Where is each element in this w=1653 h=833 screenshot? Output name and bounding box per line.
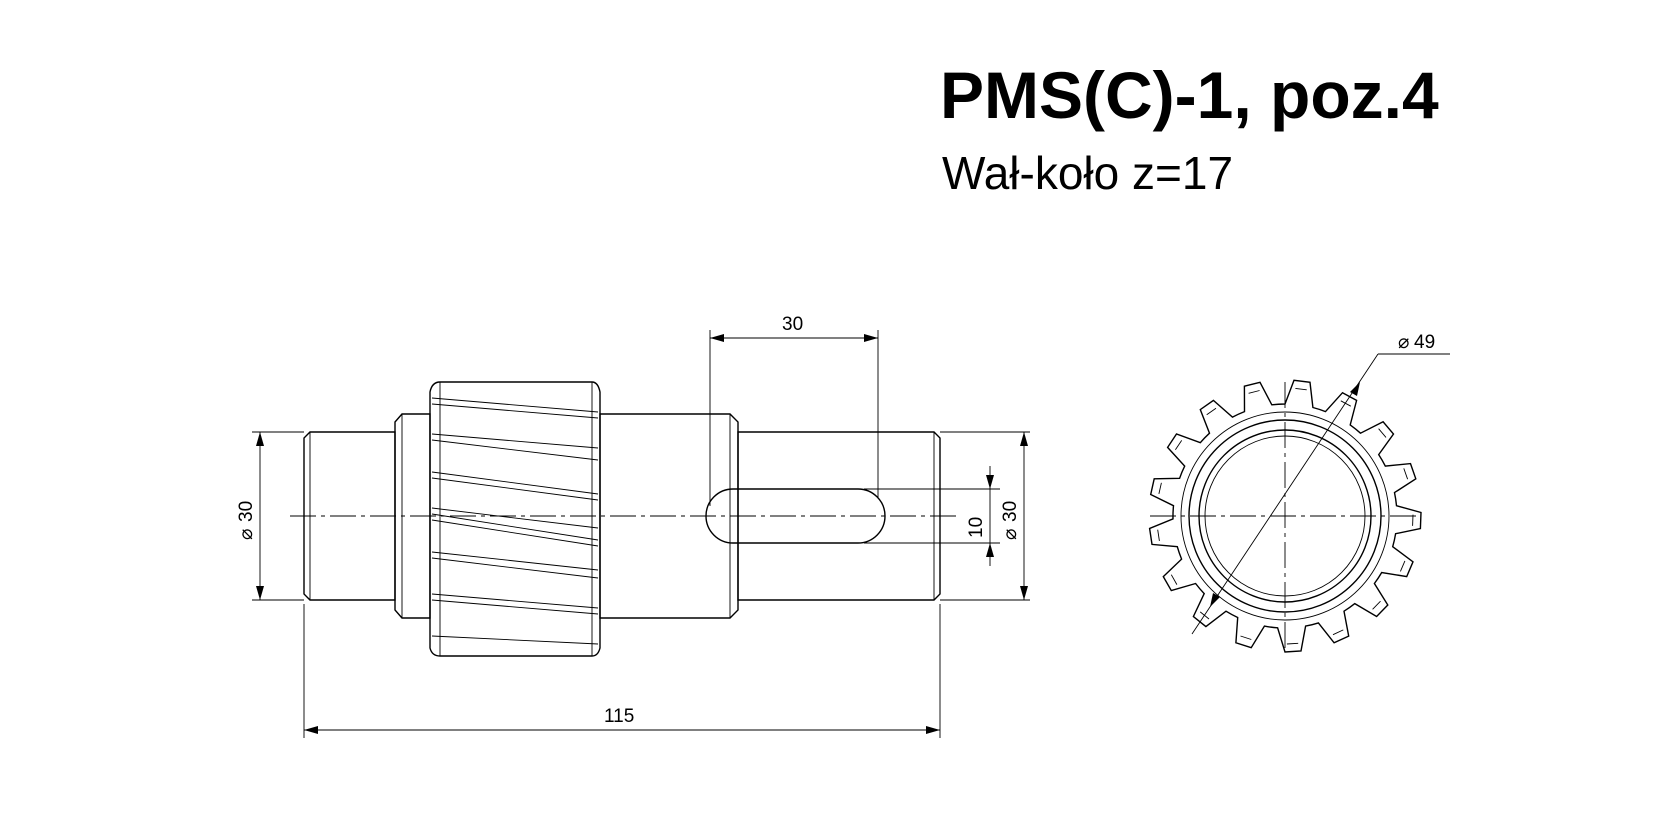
shaft-side-view <box>290 381 958 657</box>
dim-symbol-left-diameter: ⌀ <box>236 529 257 540</box>
dim-label-keyway-width: 10 <box>966 517 987 538</box>
dimension-keyway-length: 30 <box>709 314 879 506</box>
gear-body <box>429 381 601 657</box>
gear-teeth-path <box>1148 379 1422 653</box>
gear-tooth-chamfer <box>1158 482 1162 494</box>
gear-tooth-chamfer <box>1286 642 1299 645</box>
dim-symbol-gear-diameter: ⌀ <box>1398 332 1409 353</box>
dim-label-keyway-length: 30 <box>782 314 803 335</box>
gear-tooth-chamfer <box>1175 440 1183 451</box>
gear-tooth-chamfer <box>1206 407 1217 416</box>
gear-tooth-chamfer <box>1248 390 1260 394</box>
dimension-right-diameter: ⌀ 30 <box>940 431 1030 601</box>
dimension-left-diameter: ⌀ 30 <box>236 431 304 601</box>
gear-tooth-chamfer <box>1378 428 1387 438</box>
gear-tooth-chamfer <box>1332 629 1344 636</box>
drawing-title: PMS(C)-1, poz.4 <box>940 58 1439 132</box>
drawing-subtitle: Wał-koło z=17 <box>942 147 1234 199</box>
gear-tooth-chamfer <box>1157 529 1160 541</box>
gear-tooth-chamfer <box>1295 387 1307 391</box>
dim-label-overall-length: 115 <box>604 706 634 727</box>
dim-label-left-diameter: 30 <box>236 501 257 522</box>
gear-tooth-chamfer <box>1403 468 1409 480</box>
gear-tooth-chamfer <box>1170 574 1178 585</box>
gear-tooth-chamfer <box>1399 560 1406 572</box>
gear-end-view <box>1148 379 1422 653</box>
gear-tooth-chamfer <box>1372 600 1381 610</box>
gear-tooth-chamfer <box>1340 400 1352 407</box>
helical-teeth <box>431 397 599 645</box>
dimension-gear-diameter: ⌀ 49 <box>1191 332 1450 635</box>
dim-symbol-right-diameter: ⌀ <box>1000 529 1021 540</box>
dim-label-right-diameter: 30 <box>1000 501 1021 522</box>
dimension-overall-length: 115 <box>303 604 941 738</box>
gear-tooth-chamfer <box>1240 635 1252 640</box>
dimension-keyway-width: 10 <box>864 466 1000 566</box>
gear-teeth-outline <box>1148 379 1422 653</box>
dim-label-gear-diameter: 49 <box>1414 332 1435 353</box>
